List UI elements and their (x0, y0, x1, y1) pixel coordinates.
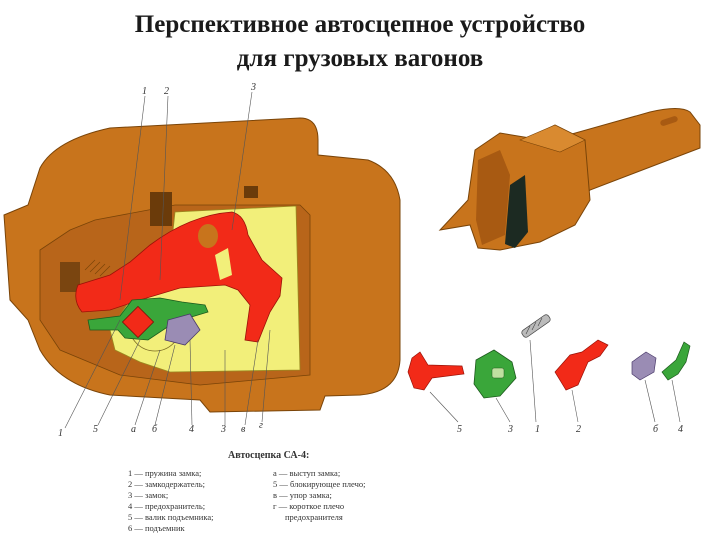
body-dark-block-3 (244, 186, 258, 198)
lock-slot (215, 248, 232, 280)
coupler-section-view: 1 2 3 1 5 а б 4 3 в г (3, 82, 401, 439)
part-2-lock-holder (554, 339, 609, 391)
part-callout-3: 3 (507, 424, 513, 435)
legend-left-column: 1 — пружина замка; 2 — замкодержатель; 3… (128, 468, 213, 534)
coupler-perspective-view (438, 108, 701, 251)
callout-bottom-v: в (241, 424, 246, 435)
exploded-parts: 5 3 1 2 б 4 (407, 314, 691, 435)
legend-item: а — выступ замка; (273, 468, 341, 478)
leader-lines (64, 91, 271, 429)
title-line-1: Перспективное автосцепное устройство (134, 11, 586, 38)
legend-item: 3 — замок; (128, 490, 169, 500)
lock-part-red (75, 211, 283, 343)
part-callout-b: б (653, 424, 659, 435)
legend-item: 5 — валик подъемника; (128, 512, 214, 522)
parts-leader-lines (429, 339, 681, 423)
part-callout-4: 4 (678, 424, 683, 435)
callout-bottom-5: 5 (93, 424, 98, 435)
coupler-jaw-dark (505, 175, 528, 248)
callout-bottom-a: а (131, 424, 136, 435)
legend-item: 1 — пружина замка; (128, 468, 202, 478)
part-callout-5: 5 (457, 424, 462, 435)
legend-item: 4 — предохранитель; (128, 501, 206, 511)
callout-top-2: 2 (164, 86, 169, 97)
legend-item: 6 — подъемник (128, 523, 185, 533)
callout-bottom-g: г (259, 420, 263, 431)
legend-item: 2 — замкодержатель; (128, 479, 205, 489)
callout-top-3: 3 (250, 82, 256, 93)
body-dark-block-1 (150, 192, 172, 226)
legend-item: 5 — блокирующее плечо; (273, 479, 366, 489)
part-5-lifter-roller (407, 351, 465, 391)
lifter-red-square (121, 305, 155, 339)
title-line-2: для грузовых вагонов (236, 45, 484, 72)
legend-title: Автосцепка СА-4: (228, 450, 310, 461)
part-1-spring (521, 314, 551, 338)
shank-slot (660, 116, 678, 126)
legend-right-column: а — выступ замка; 5 — блокирующее плечо;… (273, 468, 365, 523)
legend-item: г — короткое плечо (273, 501, 345, 511)
callout-bottom-b: б (152, 424, 158, 435)
slide-title: Перспективное автосцепное устройство для… (0, 8, 720, 76)
part-4-safety (661, 341, 691, 381)
part-b-lifter (631, 351, 657, 381)
safety-purple (164, 313, 201, 346)
legend-item: в — упор замка; (273, 490, 332, 500)
part-callout-2: 2 (576, 424, 581, 435)
part-3-lock-slot (491, 367, 505, 379)
part-callout-1: 1 (535, 424, 540, 435)
lock-hole (198, 224, 218, 248)
callout-top-1: 1 (142, 86, 147, 97)
callout-bottom-1: 1 (58, 428, 63, 439)
callout-bottom-4: 4 (189, 424, 194, 435)
legend-item: предохранителя (285, 512, 343, 522)
spring-hatching (84, 259, 111, 277)
coupler-head-top (519, 124, 586, 153)
coupler-head-shadow (476, 150, 510, 245)
body-dark-block-2 (60, 262, 80, 292)
callout-bottom-3: 3 (220, 424, 226, 435)
